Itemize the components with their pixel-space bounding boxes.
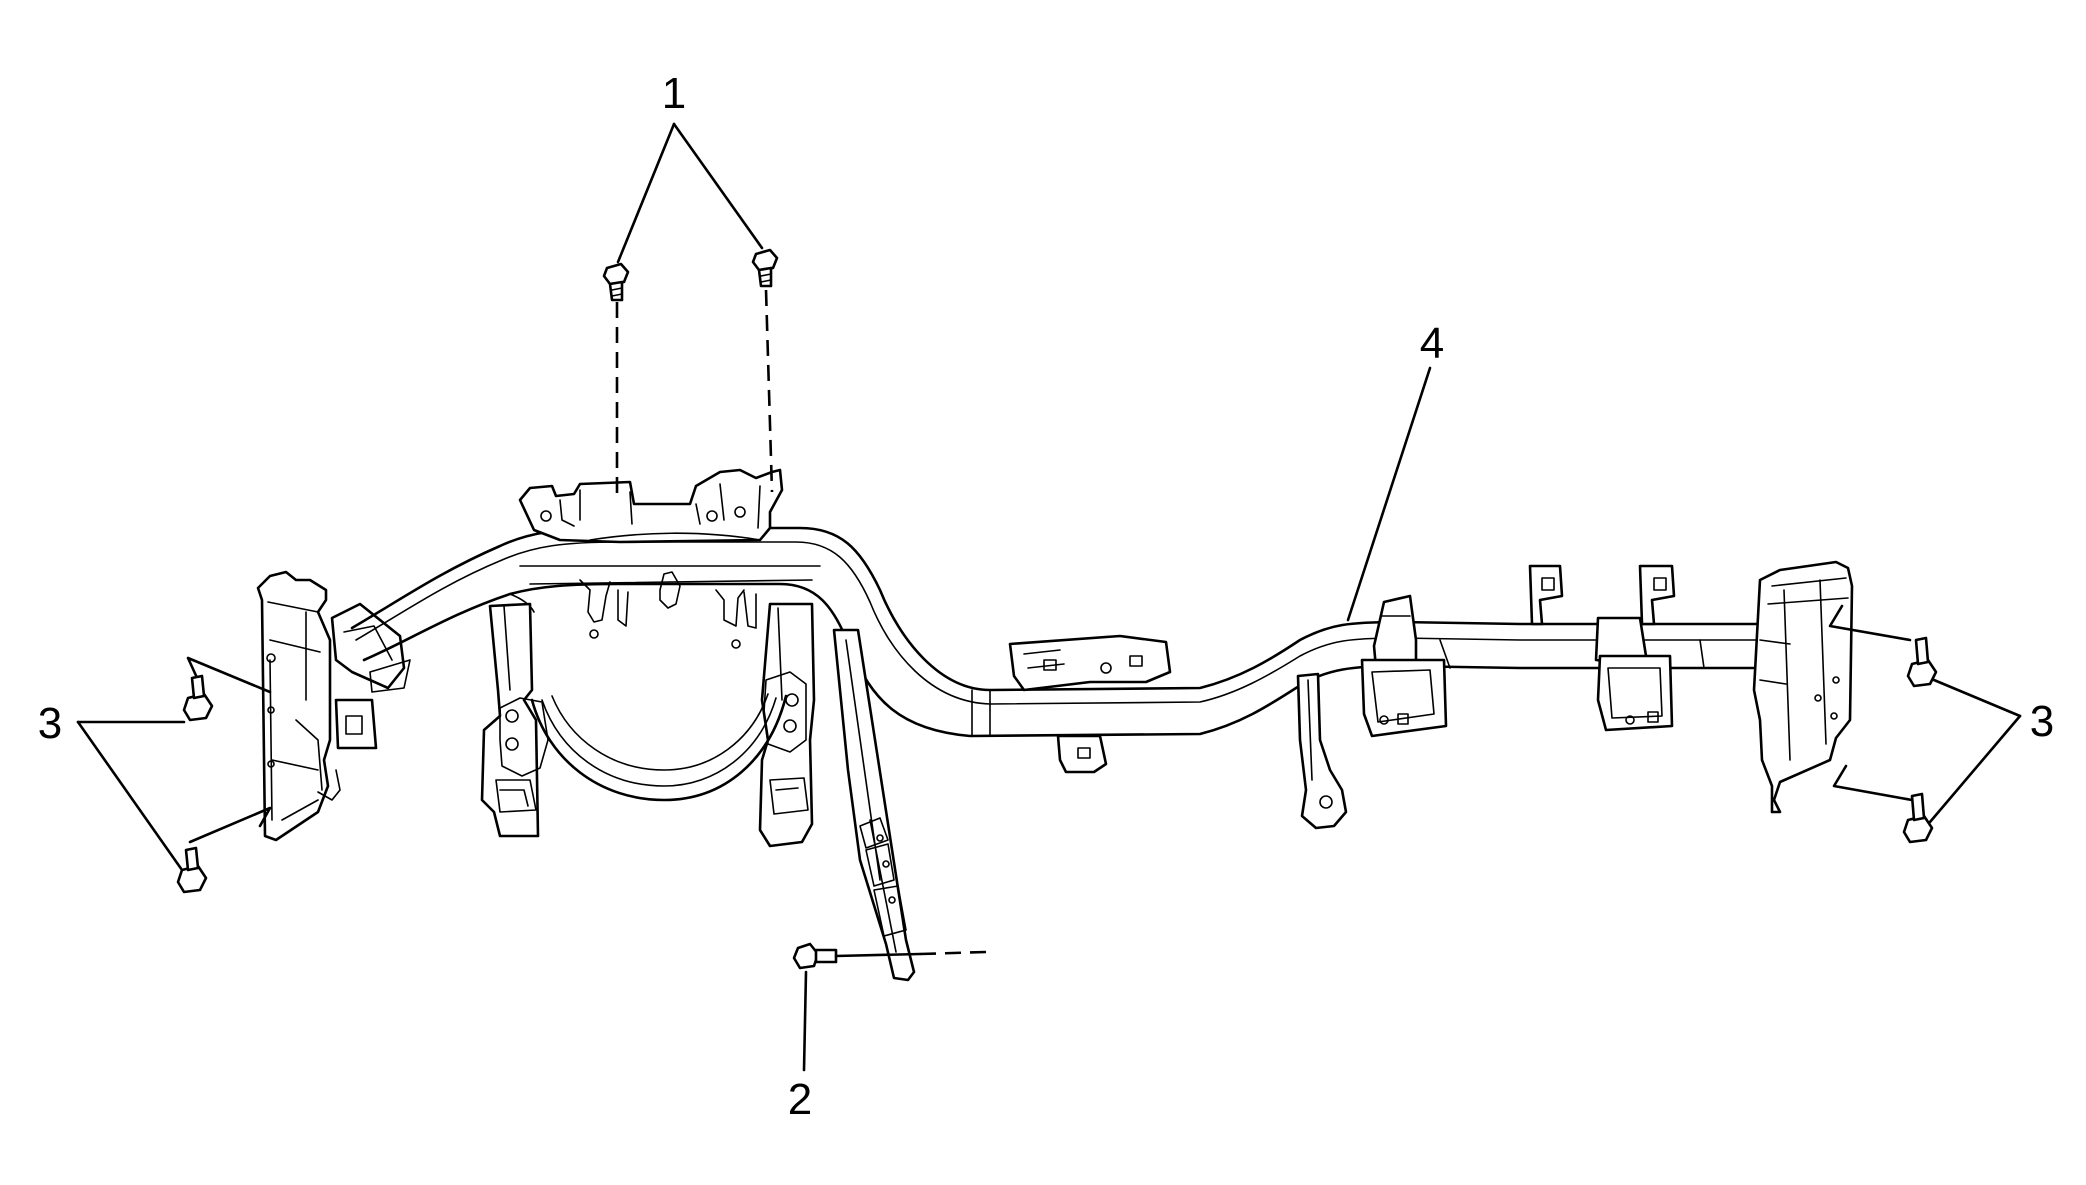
callout-labels: 1 2 3 3 4 [38, 69, 2054, 1124]
center-right-brackets [1008, 564, 1705, 830]
bolt-top-right [751, 248, 779, 493]
bolts [176, 248, 1938, 970]
leader-1b [672, 122, 764, 250]
bolt-brace [792, 942, 987, 970]
callout-3-left-label: 3 [38, 699, 62, 748]
callout-2-label: 2 [788, 1075, 812, 1124]
diagonal-floor-brace [832, 628, 916, 982]
leader-4 [1346, 366, 1432, 622]
bolt-right-upper [1906, 636, 1938, 688]
callout-3-right-label: 3 [2030, 697, 2054, 746]
bolt-top-left [602, 262, 630, 500]
steering-column-support [480, 468, 821, 848]
right-end-bracket [1752, 560, 1914, 814]
leader-1a [616, 122, 676, 264]
left-end-bracket [186, 570, 406, 844]
leader-lines [76, 122, 2022, 1072]
main-cross-tube [350, 526, 1782, 738]
bolt-right-lower [1902, 792, 1934, 844]
leader-2 [802, 970, 808, 1072]
callout-1-label: 1 [662, 69, 686, 118]
leader-3-right-a [1932, 678, 2022, 718]
bolt-left-lower [176, 846, 208, 894]
leader-3-left-b [76, 720, 184, 872]
bolt-left-upper [182, 674, 214, 722]
leader-3-right-b [1928, 714, 2022, 824]
callout-4-label: 4 [1420, 319, 1444, 368]
